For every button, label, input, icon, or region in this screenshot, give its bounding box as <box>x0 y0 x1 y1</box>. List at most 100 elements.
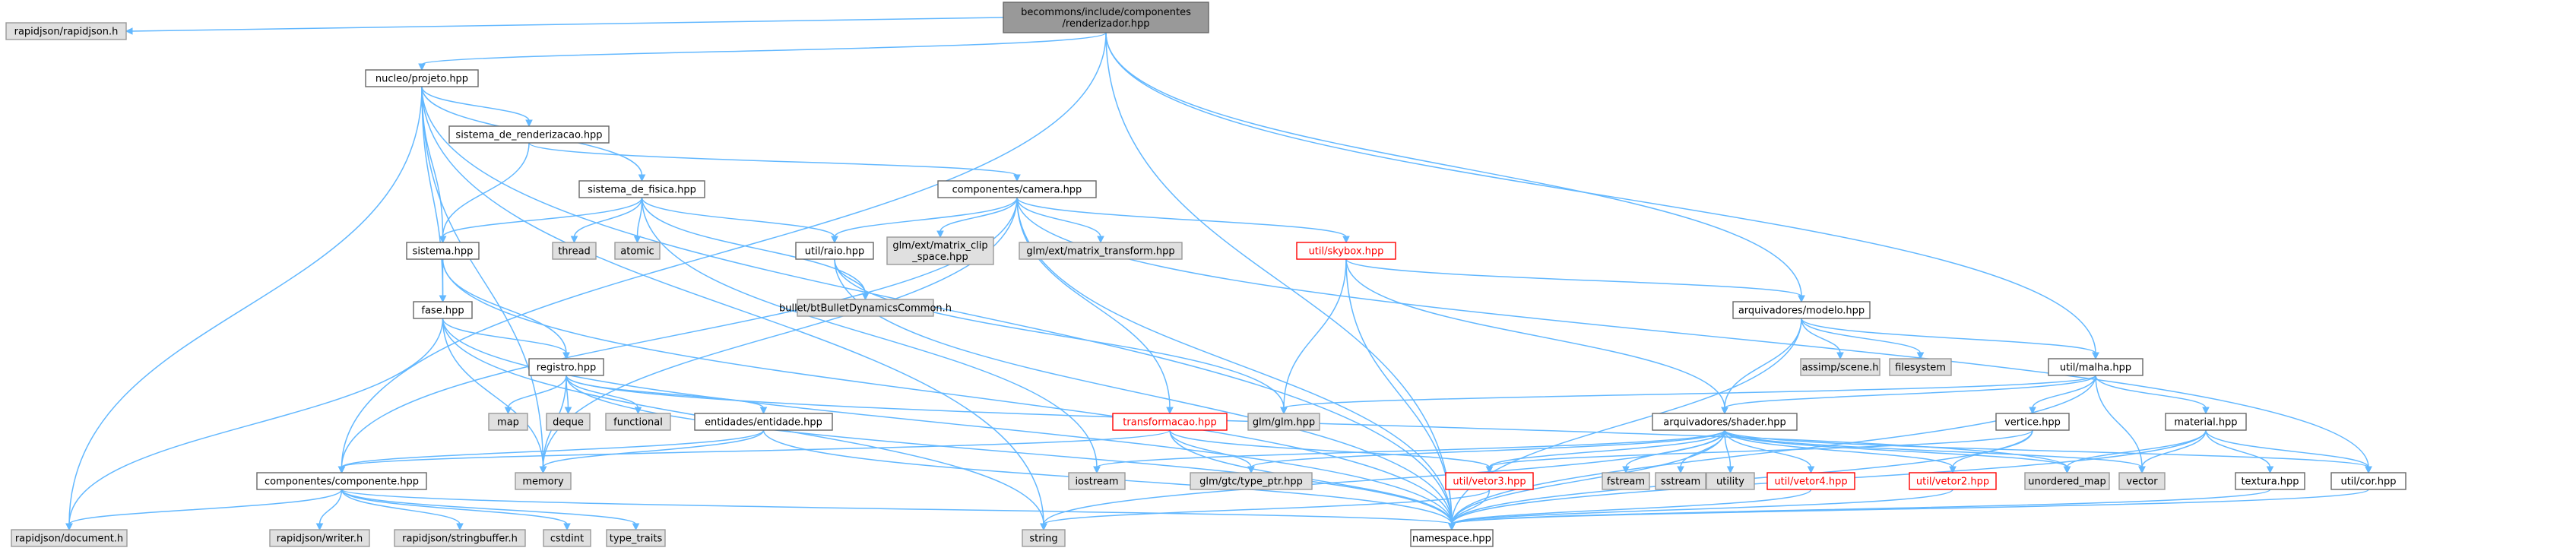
edge-modelo-to-filesystem <box>1801 318 1925 360</box>
node-box <box>1602 472 1650 490</box>
node-shader[interactable]: arquivadores/shader.hpp <box>1652 413 1798 431</box>
node-camera[interactable]: componentes/camera.hpp <box>937 180 1097 198</box>
node-transf[interactable]: transformacao.hpp <box>1112 413 1228 431</box>
node-label: rapidjson/document.h <box>15 534 123 545</box>
node-malha[interactable]: util/malha.hpp <box>2048 358 2143 376</box>
node-sistema[interactable]: sistema.hpp <box>406 242 480 260</box>
node-box <box>1995 413 2070 431</box>
node-box <box>1112 413 1228 431</box>
node-namespace[interactable]: namespace.hpp <box>1410 529 1494 547</box>
node-label: util/malha.hpp <box>2060 363 2131 374</box>
node-label: bullet/btBulletDynamicsCommon.h <box>779 303 952 315</box>
edge-malha-to-glm <box>1280 375 2096 415</box>
edge-camera-to-transf <box>1016 197 1174 415</box>
node-label: nucleo/projeto.hpp <box>375 74 468 85</box>
edge-fisica-to-thread <box>570 197 643 244</box>
node-fase[interactable]: fase.hpp <box>413 301 473 319</box>
node-box <box>1909 472 1997 490</box>
node-nucleo[interactable]: nucleo/projeto.hpp <box>365 69 479 87</box>
node-label: vector <box>2126 477 2158 488</box>
edge-malha-to-material <box>2095 375 2210 415</box>
node-textura[interactable]: textura.hpp <box>2235 472 2305 490</box>
node-box <box>2330 472 2406 490</box>
node-label: functional <box>613 417 663 429</box>
node-string: string <box>1022 529 1066 547</box>
edge-componente-to-writer <box>315 489 343 531</box>
node-vetor2[interactable]: util/vetor2.hpp <box>1909 472 1997 490</box>
node-thread: thread <box>552 242 597 260</box>
node-box <box>2235 472 2305 490</box>
node-label: entidades/entidade.hpp <box>705 417 822 429</box>
node-box <box>406 242 480 260</box>
node-label: rapidjson/stringbuffer.h <box>402 534 518 545</box>
node-box <box>1652 413 1798 431</box>
node-glm: glm/glm.hpp <box>1247 413 1320 431</box>
node-box <box>546 413 591 431</box>
node-label: atomic <box>620 246 654 258</box>
node-skybox[interactable]: util/skybox.hpp <box>1296 242 1396 260</box>
node-atomic: atomic <box>614 242 661 260</box>
node-label: util/vetor2.hpp <box>1916 477 1989 488</box>
node-utility: utility <box>1706 472 1755 490</box>
node-label: /renderizador.hpp <box>1063 18 1150 30</box>
node-label: componentes/camera.hpp <box>952 185 1082 196</box>
node-label: fstream <box>1607 477 1645 488</box>
node-box <box>694 413 833 431</box>
node-box <box>543 529 591 547</box>
edge-modelo-to-malha <box>1801 318 2099 360</box>
node-label: map <box>497 417 519 429</box>
edge-vetor3-to-string <box>1040 489 1491 531</box>
edge-shader-to-utility <box>1724 429 1735 474</box>
edge-registro-to-map <box>504 375 567 415</box>
node-label: namespace.hpp <box>1412 534 1491 545</box>
node-box <box>578 180 705 198</box>
node-componente[interactable]: componentes/componente.hpp <box>256 472 427 490</box>
edge-shader-to-typeptr <box>1247 429 1725 474</box>
node-raio[interactable]: util/raio.hpp <box>795 242 874 260</box>
edge-sistema-to-fase <box>439 259 447 303</box>
node-label: fase.hpp <box>421 306 464 317</box>
edge-sisrender-to-camera <box>528 142 1021 182</box>
node-box <box>2024 472 2110 490</box>
node-label: thread <box>558 246 591 258</box>
node-vetor3[interactable]: util/vetor3.hpp <box>1445 472 1534 490</box>
node-box <box>795 242 874 260</box>
node-clip: glm/ext/matrix_clip_space.hpp <box>886 236 994 265</box>
node-label: rapidjson/writer.h <box>277 534 363 545</box>
edge-componente-to-document <box>65 489 343 531</box>
edge-root-to-nucleo <box>418 32 1107 71</box>
node-label: util/vetor3.hpp <box>1453 477 1526 488</box>
node-label: filesystem <box>1895 363 1946 374</box>
edge-malha-to-shader <box>1721 375 2096 415</box>
node-material[interactable]: material.hpp <box>2165 413 2247 431</box>
edge-camera-to-skybox <box>1016 197 1350 244</box>
edge-skybox-to-modelo <box>1345 258 1805 303</box>
node-box <box>5 22 127 40</box>
node-box <box>614 242 661 260</box>
node-entidade[interactable]: entidades/entidade.hpp <box>694 413 833 431</box>
node-label: textura.hpp <box>2241 477 2299 488</box>
node-label: iostream <box>1075 477 1118 488</box>
node-label: becommons/include/componentes <box>1021 7 1191 18</box>
node-sisrender[interactable]: sistema_de_renderizacao.hpp <box>448 125 610 144</box>
node-box <box>1410 529 1494 547</box>
node-modelo[interactable]: arquivadores/modelo.hpp <box>1732 301 1871 319</box>
edge-modelo-to-assimp <box>1801 318 1844 360</box>
node-box <box>1068 472 1126 490</box>
node-box <box>2118 472 2166 490</box>
edge-nucleo-to-sisrender <box>421 86 533 128</box>
node-box <box>256 472 427 490</box>
node-fstream: fstream <box>1602 472 1650 490</box>
edge-nucleo-to-string <box>421 86 1047 531</box>
node-vertice[interactable]: vertice.hpp <box>1995 413 2070 431</box>
node-label: componentes/componente.hpp <box>265 477 419 488</box>
node-registro[interactable]: registro.hpp <box>528 358 604 376</box>
node-mtrans: glm/ext/matrix_transform.hpp <box>1019 242 1183 260</box>
node-vetor4[interactable]: util/vetor4.hpp <box>1766 472 1855 490</box>
edge-vertice-to-vetor3 <box>1485 429 2033 474</box>
node-fisica[interactable]: sistema_de_fisica.hpp <box>578 180 705 198</box>
node-label: unordered_map <box>2028 477 2106 488</box>
edge-registro-to-entidade <box>566 375 768 415</box>
node-cor[interactable]: util/cor.hpp <box>2330 472 2406 490</box>
node-label: memory <box>522 477 564 488</box>
